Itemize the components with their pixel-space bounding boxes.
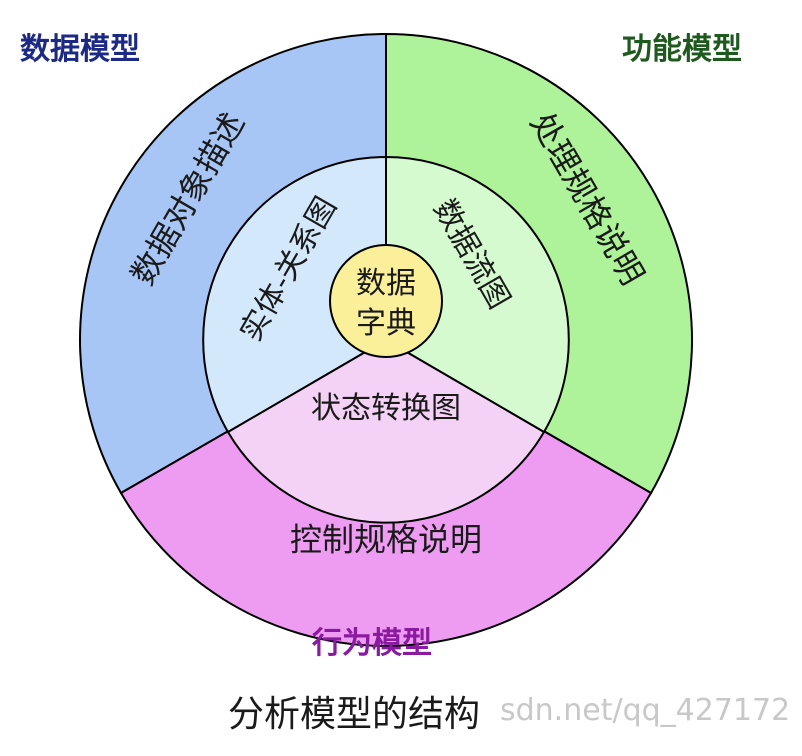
center-line1: 数据 (356, 266, 416, 301)
watermark: sdn.net/qq_427172 (500, 693, 791, 728)
middle-bottom-label: 状态转换图 (311, 391, 461, 426)
middle-sector-dfd (385, 155, 570, 434)
behavior-model-label: 行为模型 (312, 626, 432, 661)
middle-sector-std (226, 338, 546, 524)
outer-bottom-label: 控制规格说明 (290, 521, 482, 559)
middle-sector-er (202, 155, 387, 434)
diagram-caption: 分析模型的结构 (228, 694, 481, 735)
data-model-label: 数据模型 (20, 32, 140, 67)
function-model-label: 功能模型 (622, 32, 742, 67)
center-line2: 字典 (356, 306, 416, 341)
center-circle (329, 244, 443, 358)
